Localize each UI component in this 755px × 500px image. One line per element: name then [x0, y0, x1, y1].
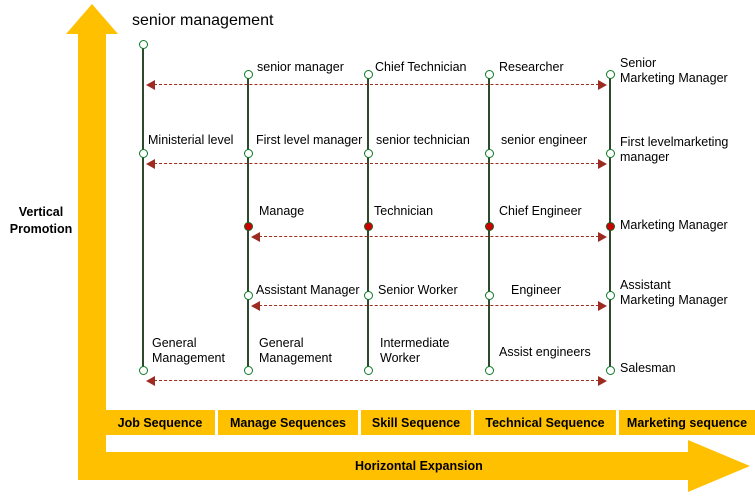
- node-n-skill-mid[interactable]: [363, 221, 373, 231]
- node-label-n-skill-mid: Technician: [374, 204, 434, 218]
- page-title: senior management: [132, 12, 274, 29]
- sequence-box-marketing[interactable]: Marketing sequence: [619, 410, 755, 435]
- arrow-right-icon-row-fourth: [598, 301, 607, 311]
- arrow-right-icon-row-bottom: [598, 376, 607, 386]
- vertical-axis-arrow-head-icon: [66, 4, 118, 34]
- node-n-skill-bot[interactable]: [363, 365, 373, 375]
- connector-line-row-second: [149, 163, 604, 164]
- node-label-n-tech-4: Engineer: [511, 283, 562, 297]
- node-label-n-mkt-bot: Salesman: [620, 361, 676, 375]
- node-n-mkt-top[interactable]: [605, 69, 615, 79]
- node-n-manage-mid[interactable]: [243, 221, 253, 231]
- sequence-box-skill[interactable]: Skill Sequence: [361, 410, 471, 435]
- vertical-axis-label: Vertical Promotion: [9, 205, 73, 236]
- connector-line-row-middle: [254, 236, 604, 237]
- horizontal-axis-arrow-shaft: [78, 452, 692, 480]
- column-line-job: [142, 48, 144, 374]
- connector-line-row-bottom: [149, 380, 604, 381]
- node-n-skill-4[interactable]: [363, 290, 373, 300]
- vertical-axis-arrow-shaft: [78, 32, 106, 470]
- node-label-n-tech-top: Researcher: [499, 60, 564, 74]
- node-n-tech-2[interactable]: [484, 148, 494, 158]
- arrow-left-icon-row-top: [146, 80, 155, 90]
- arrow-left-icon-row-bottom: [146, 376, 155, 386]
- node-label-n-manage-bot: General Management: [259, 336, 332, 365]
- sequence-box-manage[interactable]: Manage Sequences: [218, 410, 358, 435]
- node-n-tech-mid[interactable]: [484, 221, 494, 231]
- node-label-n-skill-2: senior technician: [376, 133, 470, 147]
- node-n-job-bot[interactable]: [138, 365, 148, 375]
- node-n-tech-4[interactable]: [484, 290, 494, 300]
- node-label-n-skill-top: Chief Technician: [375, 60, 467, 74]
- node-label-n-manage-top: senior manager: [257, 60, 344, 74]
- node-label-n-skill-4: Senior Worker: [378, 283, 458, 297]
- node-n-manage-2[interactable]: [243, 148, 253, 158]
- node-label-n-manage-mid: Manage: [259, 204, 305, 218]
- node-label-n-manage-4: Assistant Manager: [256, 283, 360, 297]
- node-n-skill-top[interactable]: [363, 69, 373, 79]
- arrow-right-icon-row-second: [598, 159, 607, 169]
- horizontal-axis-label: Horizontal Expansion: [355, 459, 483, 473]
- arrow-left-icon-row-second: [146, 159, 155, 169]
- node-label-n-job-2: Ministerial level: [148, 133, 234, 147]
- node-label-n-manage-2: First level manager: [256, 133, 363, 147]
- arrow-right-icon-row-middle: [598, 232, 607, 242]
- node-label-n-mkt-2: First levelmarketing manager: [620, 135, 729, 164]
- node-n-manage-top[interactable]: [243, 69, 253, 79]
- node-label-n-mkt-4: Assistant Marketing Manager: [620, 278, 728, 307]
- node-label-n-tech-2: senior engineer: [501, 133, 588, 147]
- node-n-tech-bot[interactable]: [484, 365, 494, 375]
- connector-line-row-fourth: [254, 305, 604, 306]
- node-label-n-mkt-mid: Marketing Manager: [620, 218, 728, 232]
- node-label-n-skill-bot: Intermediate Worker: [380, 336, 450, 365]
- sequence-box-job[interactable]: Job Sequence: [105, 410, 215, 435]
- node-label-n-tech-bot: Assist engineers: [499, 345, 591, 359]
- node-label-n-tech-mid: Chief Engineer: [499, 204, 582, 218]
- node-n-mkt-mid[interactable]: [605, 221, 615, 231]
- arrow-right-icon-row-top: [598, 80, 607, 90]
- node-n-mkt-bot[interactable]: [605, 365, 615, 375]
- node-n-tech-top[interactable]: [484, 69, 494, 79]
- node-n-mkt-4[interactable]: [605, 290, 615, 300]
- node-label-n-job-bot: General Management: [152, 336, 225, 365]
- horizontal-axis-arrow-head-icon: [688, 440, 750, 492]
- node-n-mkt-2[interactable]: [605, 148, 615, 158]
- node-n-skill-2[interactable]: [363, 148, 373, 158]
- node-n-job-top[interactable]: [138, 39, 148, 49]
- arrow-left-icon-row-middle: [251, 232, 260, 242]
- node-label-n-mkt-top: Senior Marketing Manager: [620, 56, 728, 85]
- arrow-left-icon-row-fourth: [251, 301, 260, 311]
- node-n-manage-bot[interactable]: [243, 365, 253, 375]
- connector-line-row-top: [149, 84, 604, 85]
- node-n-manage-4[interactable]: [243, 290, 253, 300]
- sequence-box-technical[interactable]: Technical Sequence: [474, 410, 616, 435]
- node-n-job-2[interactable]: [138, 148, 148, 158]
